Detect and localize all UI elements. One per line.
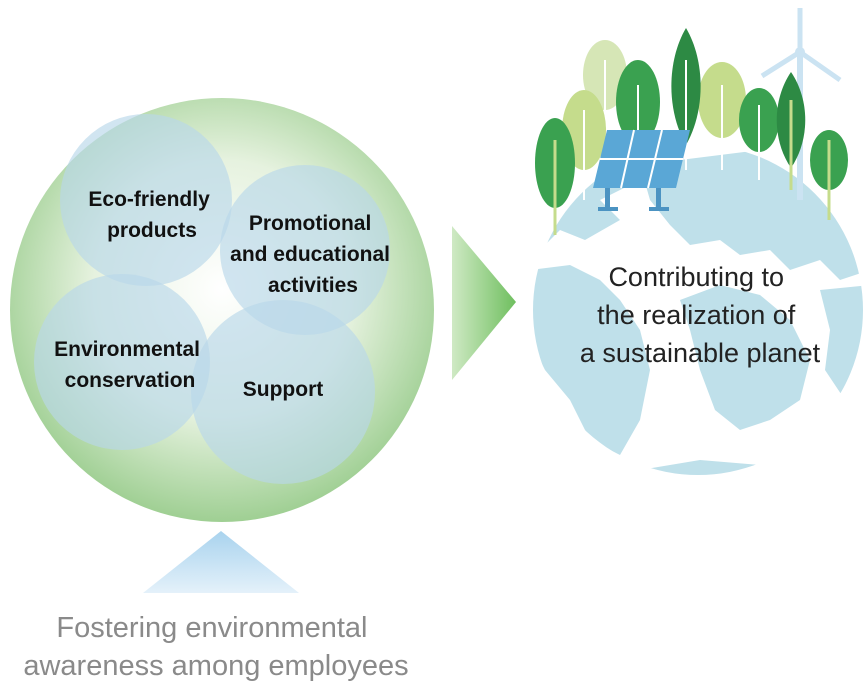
label-environmental: Environmental conservation	[54, 338, 206, 392]
arrow-up-icon	[143, 531, 299, 593]
tree-icon	[535, 28, 848, 235]
arrow-right-icon	[452, 226, 516, 380]
label-support: Support	[243, 378, 323, 401]
circle-eco-friendly	[60, 114, 232, 286]
label-goal: Contributing to the realization of a sus…	[580, 262, 821, 368]
circle-support	[191, 300, 375, 484]
label-promotional: Promotional and educational activities	[230, 212, 396, 297]
circle-environmental	[34, 274, 210, 450]
label-eco-friendly: Eco-friendly products	[88, 188, 215, 242]
label-foundation: Fostering environmental awareness among …	[23, 612, 408, 682]
globe-icon	[533, 145, 863, 475]
circle-promotional	[220, 165, 390, 335]
solar-panel-icon	[593, 129, 690, 211]
